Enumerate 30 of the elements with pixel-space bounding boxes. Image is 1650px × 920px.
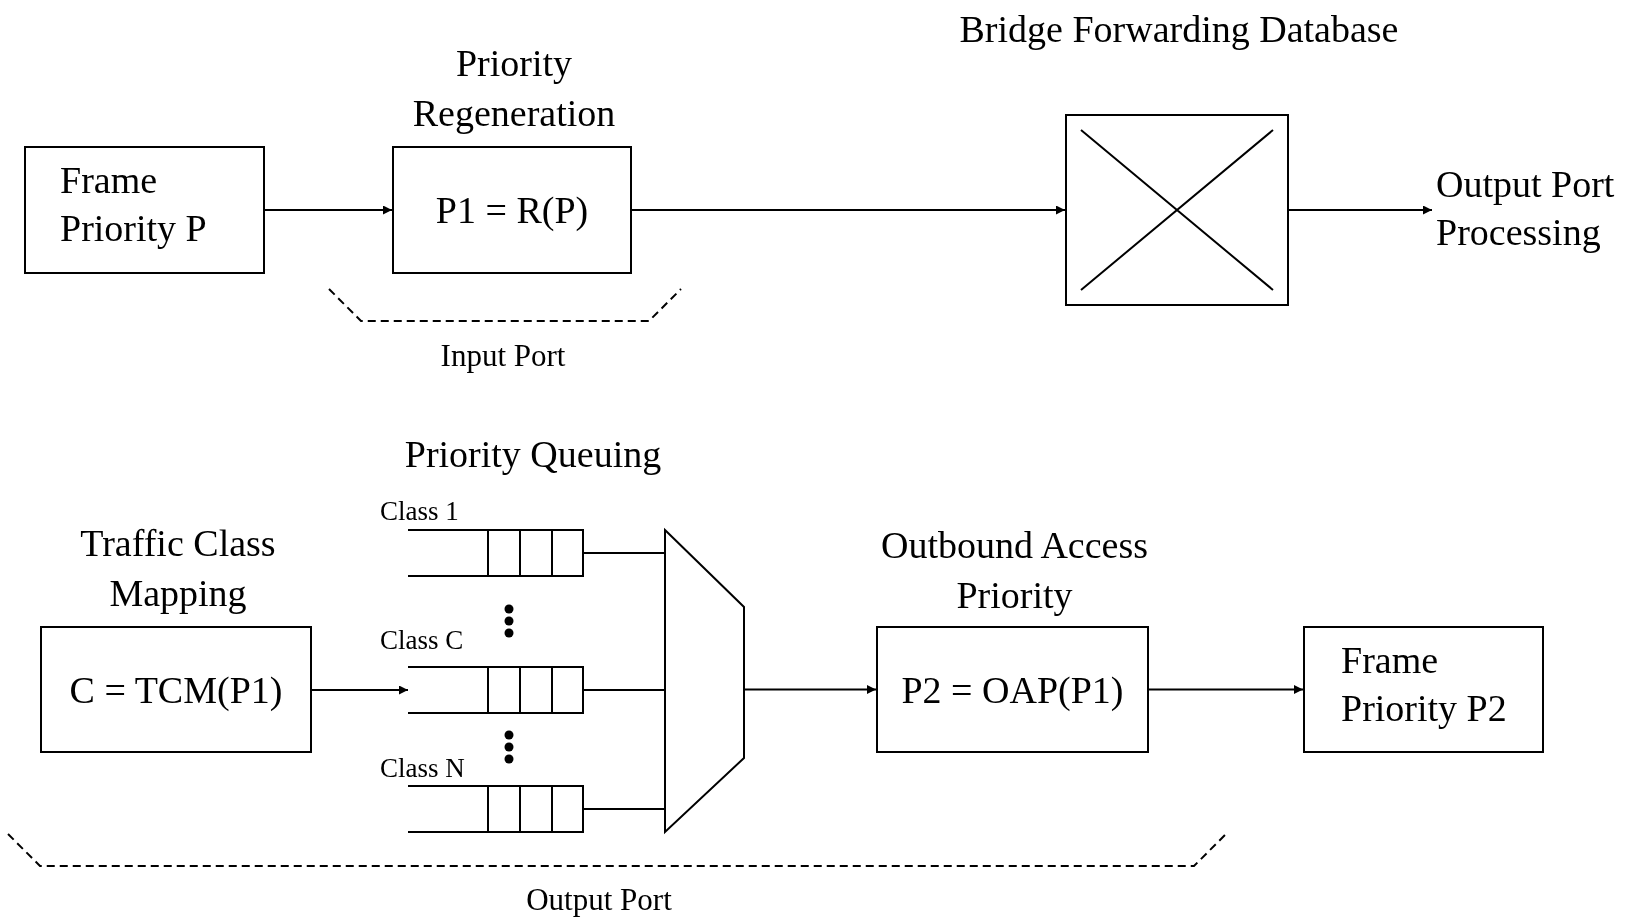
arrow — [631, 205, 1066, 215]
node-text: P1 = R(P) — [434, 188, 590, 233]
connector-line — [583, 552, 665, 554]
arrow — [744, 685, 877, 694]
arrow — [264, 205, 393, 215]
heading: Traffic Class Mapping — [79, 521, 277, 616]
heading: Priority Regeneration — [411, 41, 617, 136]
process-box — [24, 146, 265, 274]
queue-drawing — [408, 785, 584, 833]
multiplexer-shape — [664, 529, 745, 833]
heading: Bridge Forwarding Database — [958, 7, 1400, 52]
node-text: C = TCM(P1) — [68, 668, 284, 713]
node-text: Output Port Processing — [1436, 162, 1616, 255]
class-label: Class N — [380, 753, 465, 783]
connector-line — [583, 689, 665, 691]
node-text: P2 = OAP(P1) — [900, 668, 1125, 713]
port-label: Input Port — [440, 338, 566, 374]
port-label: Output Port — [526, 882, 672, 918]
node-text: Frame Priority P — [60, 158, 208, 251]
arrow — [1288, 205, 1433, 215]
arrow — [311, 685, 409, 695]
node-text: Frame Priority P2 — [1341, 638, 1508, 731]
class-label: Class C — [380, 625, 464, 655]
queue-drawing — [408, 529, 584, 577]
heading: Outbound Access Priority — [880, 523, 1149, 618]
queue-drawing — [408, 666, 584, 714]
class-label: Class 1 — [380, 496, 459, 526]
connector-line — [583, 808, 665, 810]
process-box — [1303, 626, 1544, 753]
arrow — [1148, 685, 1304, 694]
